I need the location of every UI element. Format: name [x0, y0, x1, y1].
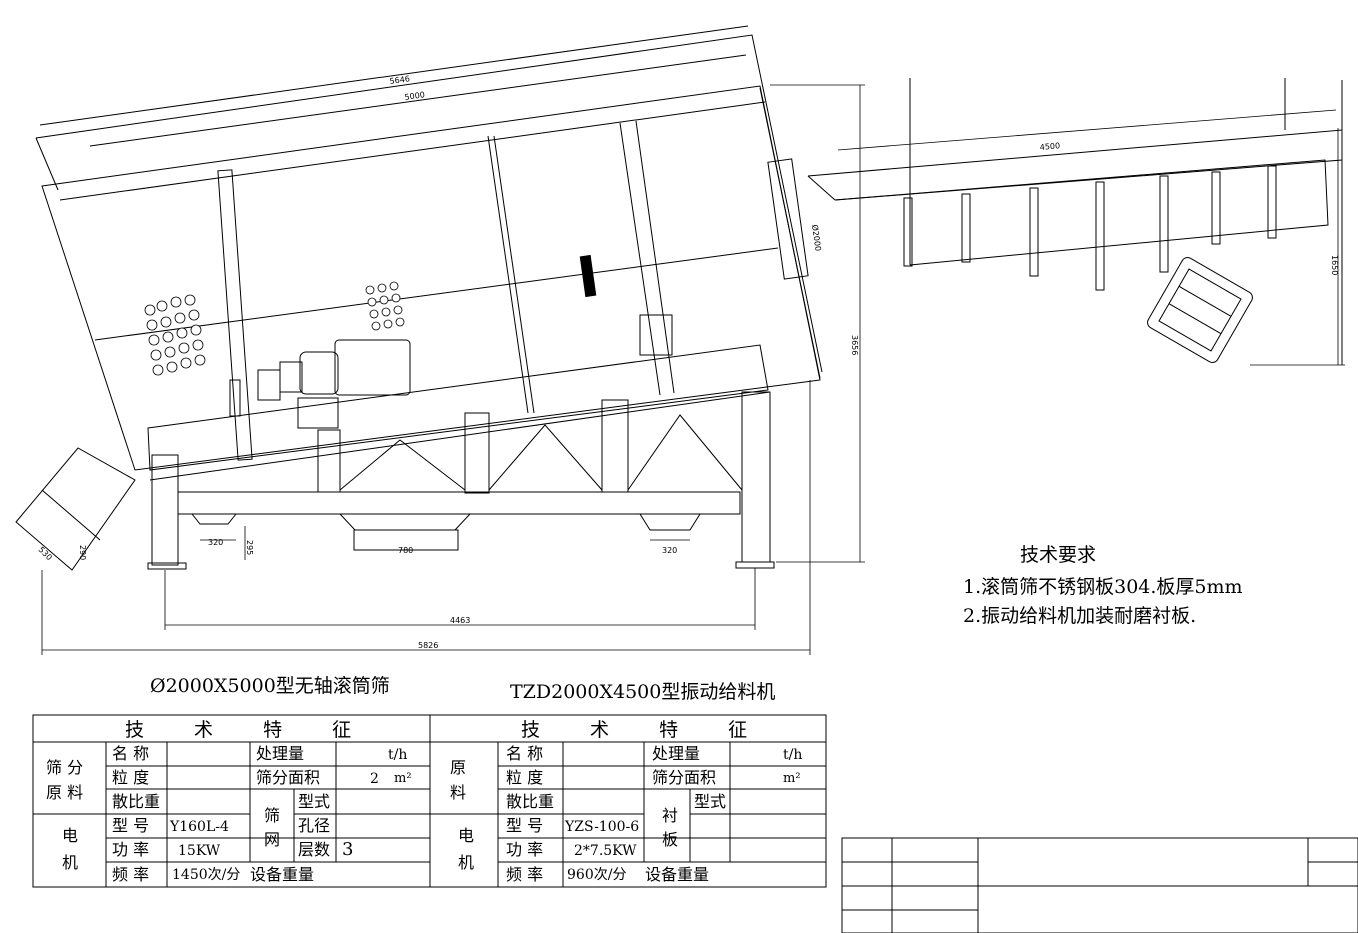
table-right-motor-label-2: 机 — [458, 853, 475, 872]
table-left-raw-label-1: 筛 分 — [46, 758, 84, 777]
table-left-aperture: 孔径 — [298, 816, 331, 835]
table-left-header: 技 术 特 征 — [125, 719, 374, 741]
table-left-screen-area: 筛分面积 — [256, 768, 321, 787]
requirements-item-1: 1.滚筒筛不锈钢板304.板厚5mm — [963, 576, 1243, 598]
table-left-motor-label-2: 机 — [62, 853, 79, 872]
table-left-power-value: 15KW — [178, 843, 221, 859]
table-right-weight: 设备重量 — [645, 865, 710, 884]
table-right-model: 型 号 — [506, 816, 544, 835]
title-feeder: TZD2000X4500型振动给料机 — [510, 681, 776, 703]
table-left-granularity: 粒 度 — [112, 768, 150, 787]
vibrating-feeder — [807, 78, 1343, 365]
spec-table-grid — [32, 714, 827, 888]
requirements-item-2: 2.振动给料机加装耐磨衬板. — [963, 605, 1197, 627]
table-right-model-type: 型式 — [694, 792, 727, 811]
table-right-capacity: 处理量 — [652, 744, 701, 763]
support-frame — [15, 344, 775, 571]
table-left-model-value: Y160L-4 — [170, 819, 229, 835]
table-left-layers: 层数 — [298, 840, 331, 859]
table-right-name: 名 称 — [506, 744, 544, 763]
table-left-power: 功 率 — [112, 840, 150, 859]
table-left-freq: 频 率 — [112, 865, 150, 884]
table-right-motor-label-1: 电 — [458, 826, 475, 845]
table-right-freq-value: 960次/分 — [567, 867, 627, 883]
table-left-raw-label-2: 原 料 — [46, 783, 84, 802]
dim-diameter: Ø2000 — [810, 224, 824, 252]
trommel-drum — [35, 25, 823, 471]
dim-base-len: 4463 — [450, 616, 470, 625]
table-left-freq-value: 1450次/分 — [172, 867, 241, 883]
dim-overall-len: 5826 — [418, 641, 438, 650]
table-right-area-unit: m² — [783, 771, 801, 786]
dim-small-vertical: 295 — [245, 540, 254, 555]
dim-bottom-mid: 780 — [398, 546, 413, 555]
table-right-power-value: 2*7.5KW — [574, 843, 637, 859]
table-right-liner-label-1: 衬 — [662, 806, 679, 825]
table-left-screen-label-2: 网 — [264, 830, 281, 849]
title-trommel: Ø2000X5000型无轴滚筒筛 — [150, 675, 390, 697]
table-left-weight: 设备重量 — [250, 865, 315, 884]
table-right-freq: 频 率 — [506, 865, 544, 884]
dim-bottom-small2: 320 — [662, 546, 677, 555]
table-right-model-value: YZS-100-6 — [565, 819, 640, 835]
table-left-motor-label-1: 电 — [62, 826, 79, 845]
table-right-bulk-density: 散比重 — [506, 792, 555, 811]
table-left-bulk-density: 散比重 — [112, 792, 161, 811]
table-left-name: 名 称 — [112, 744, 150, 763]
table-right-raw-label-1: 原 — [450, 758, 467, 777]
table-right-header: 技 术 特 征 — [521, 719, 770, 741]
table-right-raw-label-2: 料 — [450, 783, 467, 802]
dim-height-total: 3656 — [850, 335, 859, 355]
table-left-model-type: 型式 — [298, 792, 331, 811]
table-right-power: 功 率 — [506, 840, 544, 859]
dim-bottom-small1: 320 — [208, 538, 223, 547]
table-left-screen-area-value: 2 — [370, 771, 379, 787]
dim-top-outer: 5646 — [389, 74, 410, 86]
title-block — [841, 837, 1358, 933]
table-right-liner-label-2: 板 — [662, 830, 679, 849]
table-left-area-unit: m² — [394, 771, 412, 786]
dim-chute-b: 290 — [78, 545, 87, 560]
table-left-capacity-unit: t/h — [388, 747, 408, 763]
table-left-capacity: 处理量 — [256, 744, 305, 763]
table-right-granularity: 粒 度 — [506, 768, 544, 787]
dimension-lines — [41, 84, 1345, 655]
table-left-model: 型 号 — [112, 816, 150, 835]
dim-chute-a: 530 — [37, 545, 54, 562]
table-right-capacity-unit: t/h — [783, 747, 803, 763]
table-left-screen-label-1: 筛 — [264, 806, 281, 825]
requirements-title: 技术要求 — [1020, 544, 1097, 566]
dim-top-inner: 5000 — [404, 90, 425, 102]
table-left-layers-value: 3 — [342, 839, 354, 860]
dim-feeder-h: 1650 — [1330, 255, 1339, 275]
table-right-screen-area: 筛分面积 — [652, 768, 717, 787]
dim-feeder-len: 4500 — [1039, 141, 1060, 152]
